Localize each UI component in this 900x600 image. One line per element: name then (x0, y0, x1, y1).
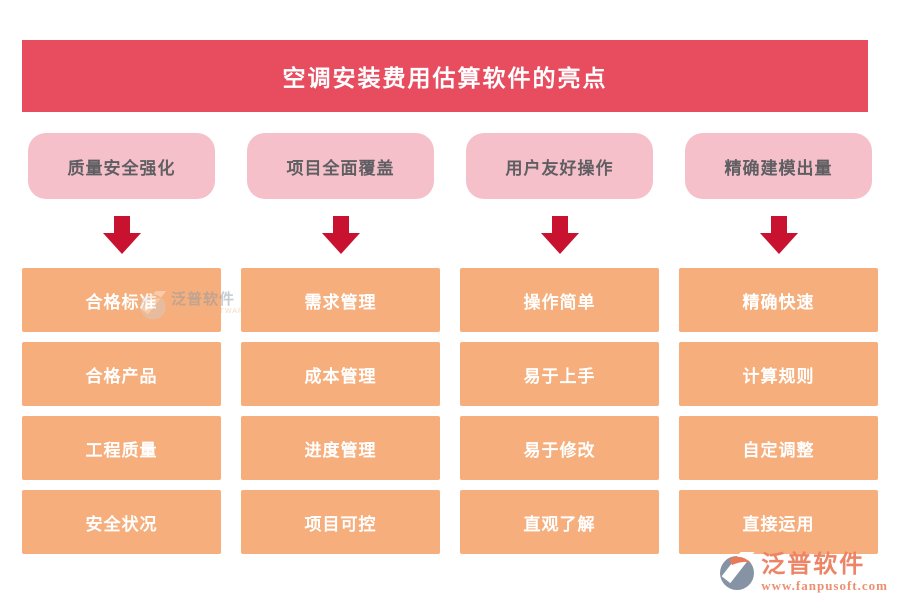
feature-box: 安全状况 (22, 490, 221, 554)
feature-box: 工程质量 (22, 416, 221, 480)
feature-label: 工程质量 (85, 440, 158, 460)
feature-label: 精确快速 (742, 292, 815, 312)
feature-box: 项目可控 (241, 490, 440, 554)
fanpu-logo-icon (720, 552, 756, 590)
column-header: 精确建模出量 (685, 133, 872, 199)
column-header-label: 用户友好操作 (505, 158, 614, 178)
feature-box: 进度管理 (241, 416, 440, 480)
feature-box: 易于上手 (460, 342, 659, 406)
column-header: 用户友好操作 (466, 133, 653, 199)
feature-label: 操作简单 (523, 292, 596, 312)
column-header-label: 精确建模出量 (724, 158, 833, 178)
feature-label: 计算规则 (742, 366, 815, 386)
feature-box: 精确快速 (679, 268, 878, 332)
column-usability: 用户友好操作 操作简单 易于上手 易于修改 直观了解 (460, 133, 659, 554)
feature-box: 自定调整 (679, 416, 878, 480)
column-header-label: 质量安全强化 (67, 158, 176, 178)
feature-box: 计算规则 (679, 342, 878, 406)
feature-label: 项目可控 (304, 514, 377, 534)
column-modeling: 精确建模出量 精确快速 计算规则 自定调整 直接运用 (679, 133, 878, 554)
column-header: 项目全面覆盖 (247, 133, 434, 199)
feature-label: 成本管理 (304, 366, 377, 386)
page-title: 空调安装费用估算软件的亮点 (282, 65, 608, 91)
feature-label: 需求管理 (304, 292, 377, 312)
feature-box: 易于修改 (460, 416, 659, 480)
down-arrow-icon (321, 216, 360, 254)
column-project: 项目全面覆盖 需求管理 成本管理 进度管理 项目可控 (241, 133, 440, 554)
down-arrow-icon (540, 216, 579, 254)
feature-label: 合格产品 (85, 366, 158, 386)
fanpu-logo: 泛普软件 www.fanpusoft.com (717, 552, 888, 594)
feature-box: 直观了解 (460, 490, 659, 554)
feature-label: 安全状况 (85, 514, 158, 534)
feature-box: 直接运用 (679, 490, 878, 554)
feature-label: 进度管理 (304, 440, 377, 460)
title-banner: 空调安装费用估算软件的亮点 (22, 40, 868, 112)
feature-box: 操作简单 (460, 268, 659, 332)
feature-label: 直观了解 (523, 514, 596, 534)
feature-label: 直接运用 (742, 514, 815, 534)
feature-label: 易于上手 (523, 366, 596, 386)
down-arrow-icon (759, 216, 798, 254)
column-header-label: 项目全面覆盖 (286, 158, 395, 178)
feature-label: 合格标准 (85, 292, 158, 312)
feature-box: 需求管理 (241, 268, 440, 332)
column-quality: 质量安全强化 合格标准 合格产品 工程质量 安全状况 (22, 133, 221, 554)
logo-text: 泛普软件 www.fanpusoft.com (761, 552, 888, 594)
feature-label: 易于修改 (523, 440, 596, 460)
column-header: 质量安全强化 (28, 133, 215, 199)
logo-url: www.fanpusoft.com (761, 578, 888, 593)
feature-box: 合格产品 (22, 342, 221, 406)
feature-box: 成本管理 (241, 342, 440, 406)
feature-box: 合格标准 (22, 268, 221, 332)
feature-columns: 质量安全强化 合格标准 合格产品 工程质量 安全状况 项目全面覆盖 需求管理 成… (22, 133, 878, 554)
down-arrow-icon (102, 216, 141, 254)
logo-name: 泛普软件 (761, 552, 866, 578)
feature-label: 自定调整 (742, 440, 815, 460)
